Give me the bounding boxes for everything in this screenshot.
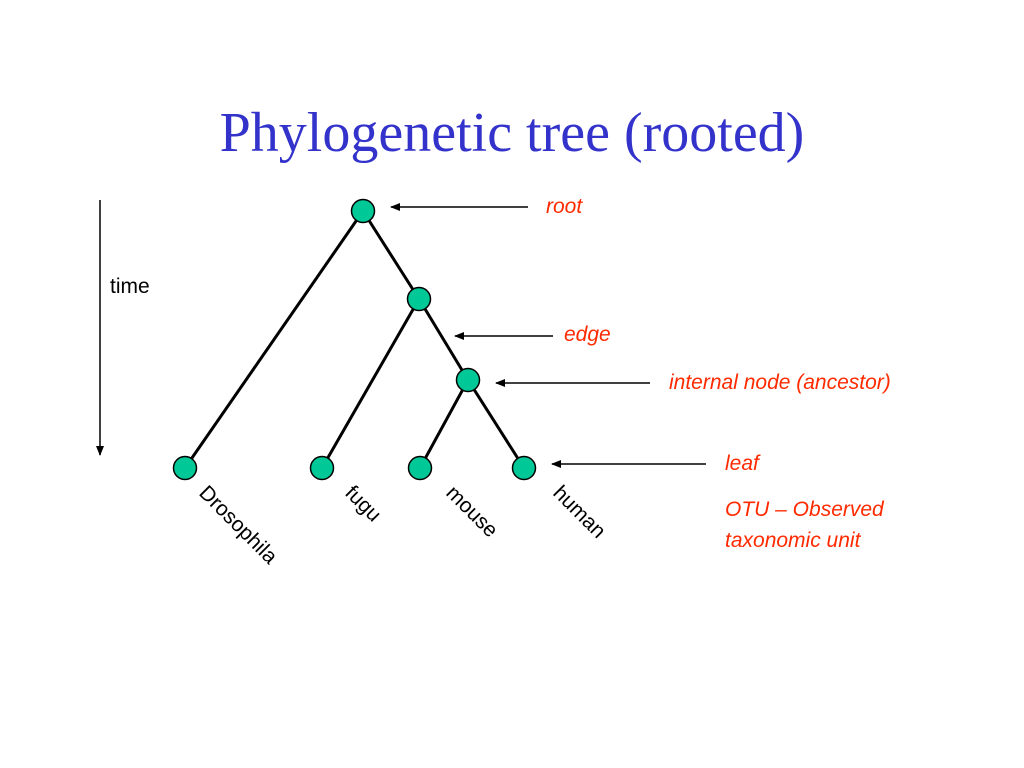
edge-root-internal1 (361, 210, 421, 300)
annotation-root: root (546, 195, 583, 218)
tree-nodes (172, 198, 537, 481)
internal-node-1 (406, 286, 432, 312)
leaf-label-fugu: fugu (340, 481, 385, 526)
leaf-node-drosophila (172, 455, 198, 481)
page-title: Phylogenetic tree (rooted) (219, 102, 805, 164)
edge-internal2-mouse (418, 379, 470, 469)
leaf-label-mouse: mouse (441, 481, 502, 542)
leaf-node-human (511, 455, 537, 481)
leaf-node-fugu (309, 455, 335, 481)
internal-node-2 (455, 367, 481, 393)
tree-edges (183, 210, 526, 469)
edge-root-drosophila (183, 210, 365, 469)
root-node (350, 198, 376, 224)
edge-internal2-human (466, 379, 526, 469)
leaf-label-human: human (548, 481, 610, 543)
annotation-arrows (390, 203, 706, 468)
leaf-node-mouse (407, 455, 433, 481)
annotation-leaf: leaf (725, 452, 761, 475)
edge-internal1-internal2 (417, 298, 470, 381)
edge-internal1-fugu (320, 298, 421, 469)
annotation-edge: edge (564, 323, 611, 346)
annotation-internal-node: internal node (ancestor) (669, 371, 891, 394)
annotation-otu-line1: OTU – Observed (725, 498, 885, 521)
leaf-label-drosophila: Drosophila (194, 481, 281, 568)
time-label: time (110, 275, 150, 298)
annotation-otu-line2: taxonomic unit (725, 529, 862, 552)
